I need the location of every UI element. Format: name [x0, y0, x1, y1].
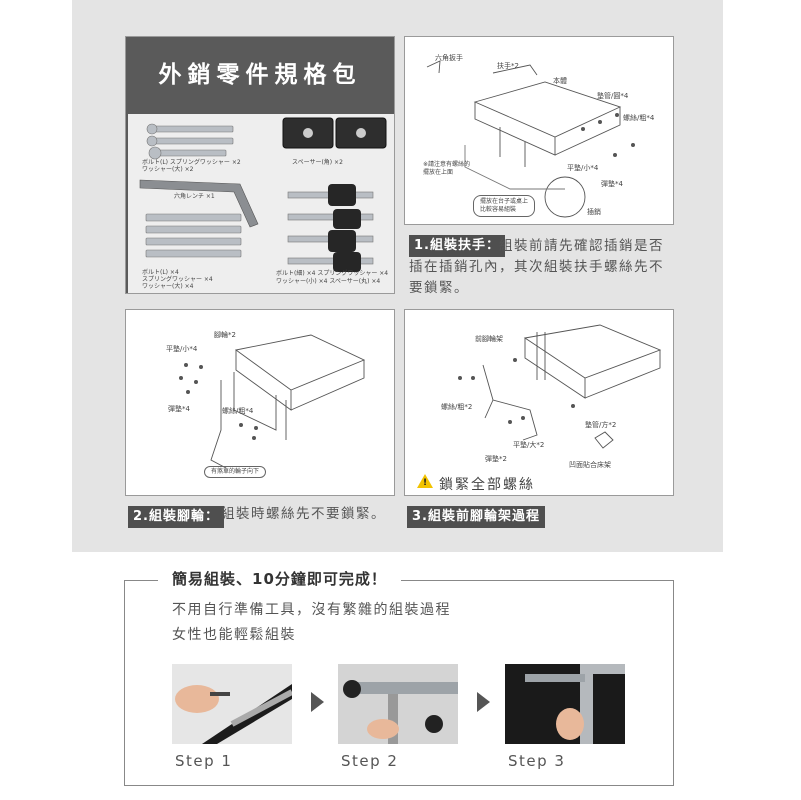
step3-caption: Step 3 — [508, 752, 566, 770]
label-hex-wrench: 六角レンチ ×1 — [174, 193, 215, 200]
label-flat-washer-large: 平墊/大*2 — [513, 441, 545, 449]
parts-package-box: 外銷零件規格包 — [125, 36, 395, 294]
diagram-handle-assembly: 六角扳手 扶手*2 本體 墊管/圓*4 螺絲/粗*4 ※請注意有螺絲的 擺放在上… — [404, 36, 674, 225]
label-pin: 插銷 — [587, 208, 601, 216]
label-bolt-set1-b: ワッシャー(大) ×2 — [142, 166, 194, 173]
label-bolt-set3: ボルト(細) ×4 スプリングワッシャー ×4 — [276, 270, 389, 277]
label-hex-wrench: 六角扳手 — [435, 54, 463, 62]
label-screw-thick: 螺絲/粗*2 — [441, 403, 473, 411]
label-caster: 腳輪*2 — [214, 331, 236, 339]
label-front-frame: 前腳輪架 — [475, 335, 503, 343]
caster-assembly-drawing — [179, 334, 366, 469]
diagram-caster-assembly: 腳輪*2 平墊/小*4 彈墊*4 螺絲/粗*4 有煞車的輪子向下 — [125, 309, 395, 496]
easy-desc-line2: 女性也能輕鬆組裝 — [172, 627, 296, 643]
step2-text: 組裝時螺絲先不要鎖緊。 — [221, 506, 386, 522]
step3-photo-art — [505, 664, 625, 744]
front-frame-drawing — [458, 324, 662, 449]
label-spring-washer: 彈墊*2 — [485, 455, 507, 463]
step3-photo — [505, 664, 625, 744]
label-bolt-set3-b: ワッシャー(小) ×4 スペーサー(丸) ×4 — [276, 278, 381, 285]
easy-desc-line1: 不用自行準備工具，沒有繁雜的組裝過程 — [172, 602, 451, 618]
step3-label: 3.組裝前腳輪架過程 — [407, 506, 545, 528]
parts-title: 外銷零件規格包 — [158, 62, 362, 88]
arrow-icon — [311, 692, 324, 712]
step2-label: 2.組裝腳輪： — [128, 506, 224, 528]
arrow-icon — [477, 692, 490, 712]
parts-photo: ボルト(L) スプリングワッシャー ×2 ワッシャー(大) ×2 六角レンチ ×… — [128, 114, 394, 293]
label-screw-thick: 螺絲/粗*4 — [623, 114, 655, 122]
label-concave-note: 凹面貼合床架 — [569, 461, 611, 469]
step2-caption: Step 2 — [341, 752, 399, 770]
label-flat-washer-small: 平墊/小*4 — [567, 164, 599, 172]
step2-photo-art — [338, 664, 458, 744]
label-bolt-set1: ボルト(L) スプリングワッシャー ×2 — [142, 159, 241, 166]
handle-assembly-drawing — [426, 60, 635, 218]
label-spring-washer: 彈墊*4 — [168, 405, 190, 413]
label-tube-square: 墊管/方*2 — [585, 421, 617, 429]
diagram-front-frame-assembly: 前腳輪架 螺絲/粗*2 墊管/方*2 平墊/大*2 彈墊*2 凹面貼合床架 ! … — [404, 309, 674, 496]
parts-illustration — [139, 117, 387, 272]
label-handle: 扶手*2 — [497, 62, 519, 70]
label-bolt-set2: ボルト(L) ×4 — [142, 269, 179, 276]
warning-icon — [417, 474, 433, 488]
step1-photo — [172, 664, 292, 744]
label-body: 本體 — [553, 77, 567, 85]
step1-text-content: 組裝前請先確認插銷是否插在插銷孔內，其次組裝扶手螺絲先不要鎖緊。 — [409, 238, 664, 296]
warning-mark: ! — [423, 478, 428, 488]
label-spacer-square: スペーサー(角) ×2 — [292, 159, 343, 166]
label-bolt-set2-c: ワッシャー(大) ×4 — [142, 283, 194, 290]
easy-assembly-title: 簡易組裝、10分鐘即可完成！ — [158, 568, 401, 589]
step2-photo — [338, 664, 458, 744]
label-tube-round: 墊管/圓*4 — [597, 92, 629, 100]
label-flat-washer-small: 平墊/小*4 — [166, 345, 198, 353]
warning-text: 鎖緊全部螺絲 — [439, 477, 535, 493]
label-note: ※請注意有螺絲的 擺放在上面 — [423, 161, 471, 176]
step1-text: 組裝前請先確認插銷是否插在插銷孔內，其次組裝扶手螺絲先不要鎖緊。 — [409, 236, 677, 299]
step1-label: 1.組裝扶手： — [409, 235, 505, 257]
label-spring-washer: 彈墊*4 — [601, 180, 623, 188]
label-bolt-set2-b: スプリングワッシャー ×4 — [142, 276, 213, 283]
label-screw-thick: 螺絲/粗*4 — [222, 407, 254, 415]
label-brake-note: 有煞車的輪子向下 — [204, 466, 267, 478]
step1-caption: Step 1 — [175, 752, 233, 770]
label-tip: 擺放在台子或桌上 比較容易組裝 — [473, 195, 536, 217]
step1-photo-art — [172, 664, 292, 744]
